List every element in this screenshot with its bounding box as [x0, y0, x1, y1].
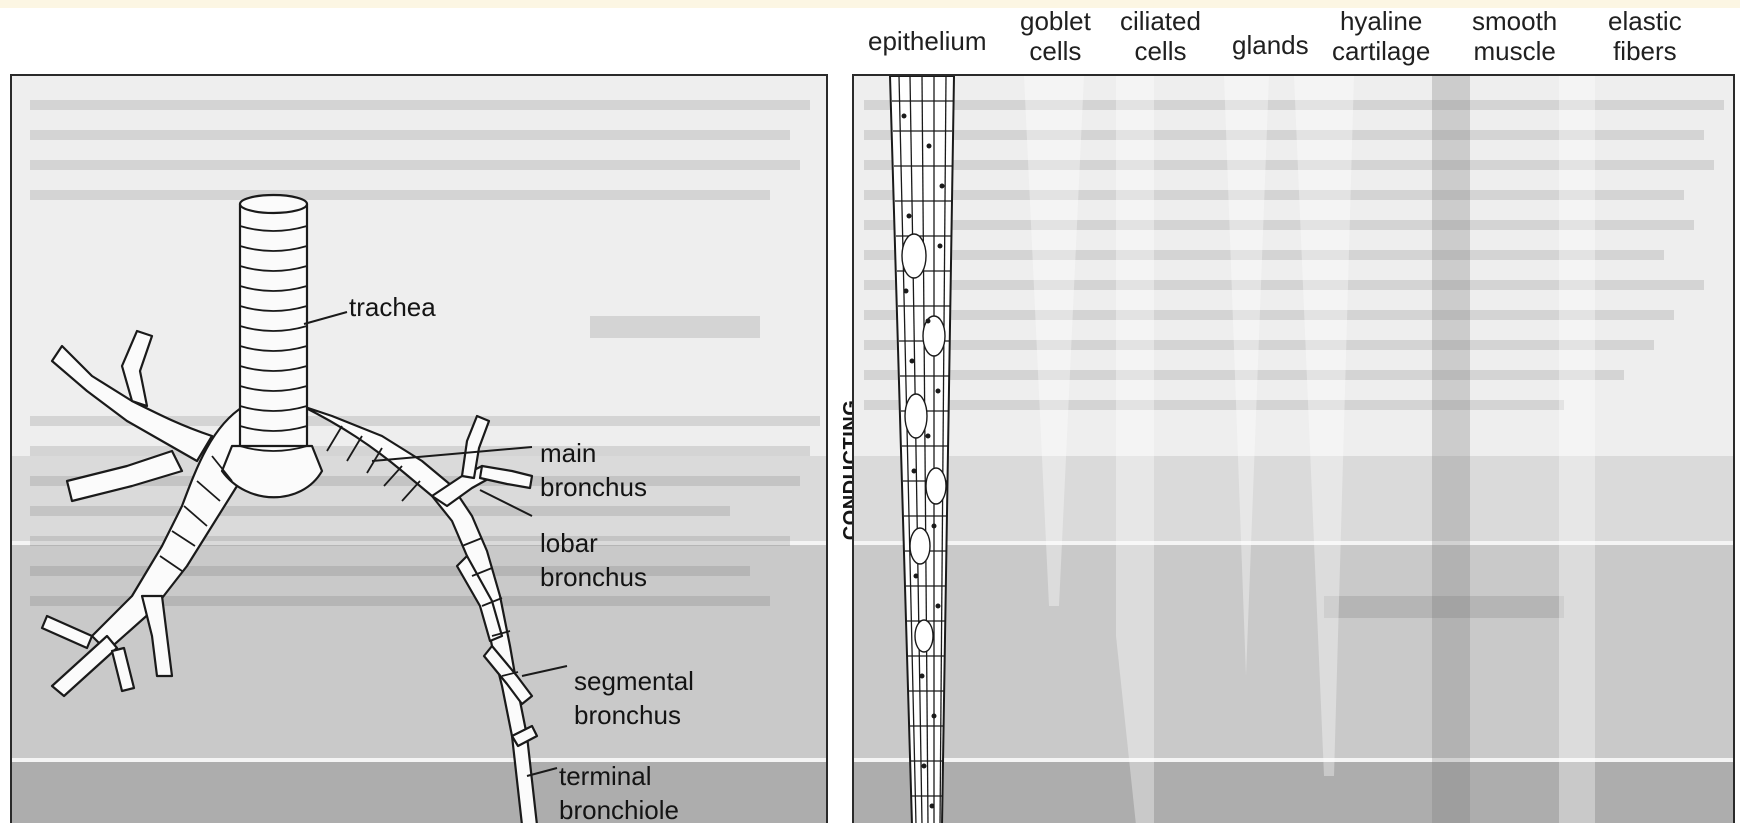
ciliated-cells-bar [1116, 76, 1154, 823]
goblet-cells-bar [1024, 76, 1084, 606]
elastic-fibers-bar [1559, 76, 1595, 823]
header-glands: glands [1232, 30, 1309, 60]
header-epithelium: epithelium [868, 26, 987, 56]
bronchial-tree-drawing [12, 76, 828, 823]
hyaline-cartilage-bar [1294, 76, 1354, 776]
header-ciliated-cells: ciliated cells [1120, 6, 1201, 66]
leader-trachea [304, 312, 347, 324]
header-smooth-muscle: smooth muscle [1472, 6, 1557, 66]
leader-segmental-bronchus [522, 666, 567, 676]
header-hyaline-cartilage: hyaline cartilage [1332, 6, 1430, 66]
carina-region [222, 446, 322, 497]
histology-panel [852, 74, 1735, 823]
epithelium-column [890, 76, 954, 823]
header-elastic-fibers: elastic fibers [1608, 6, 1682, 66]
glands-bar [1224, 76, 1269, 676]
header-goblet-cells: goblet cells [1020, 6, 1091, 66]
tissue-columns [854, 76, 1735, 823]
smooth-muscle-bar [1432, 76, 1470, 823]
label-trachea: trachea [349, 290, 436, 324]
leader-lobar-bronchus [480, 490, 532, 516]
